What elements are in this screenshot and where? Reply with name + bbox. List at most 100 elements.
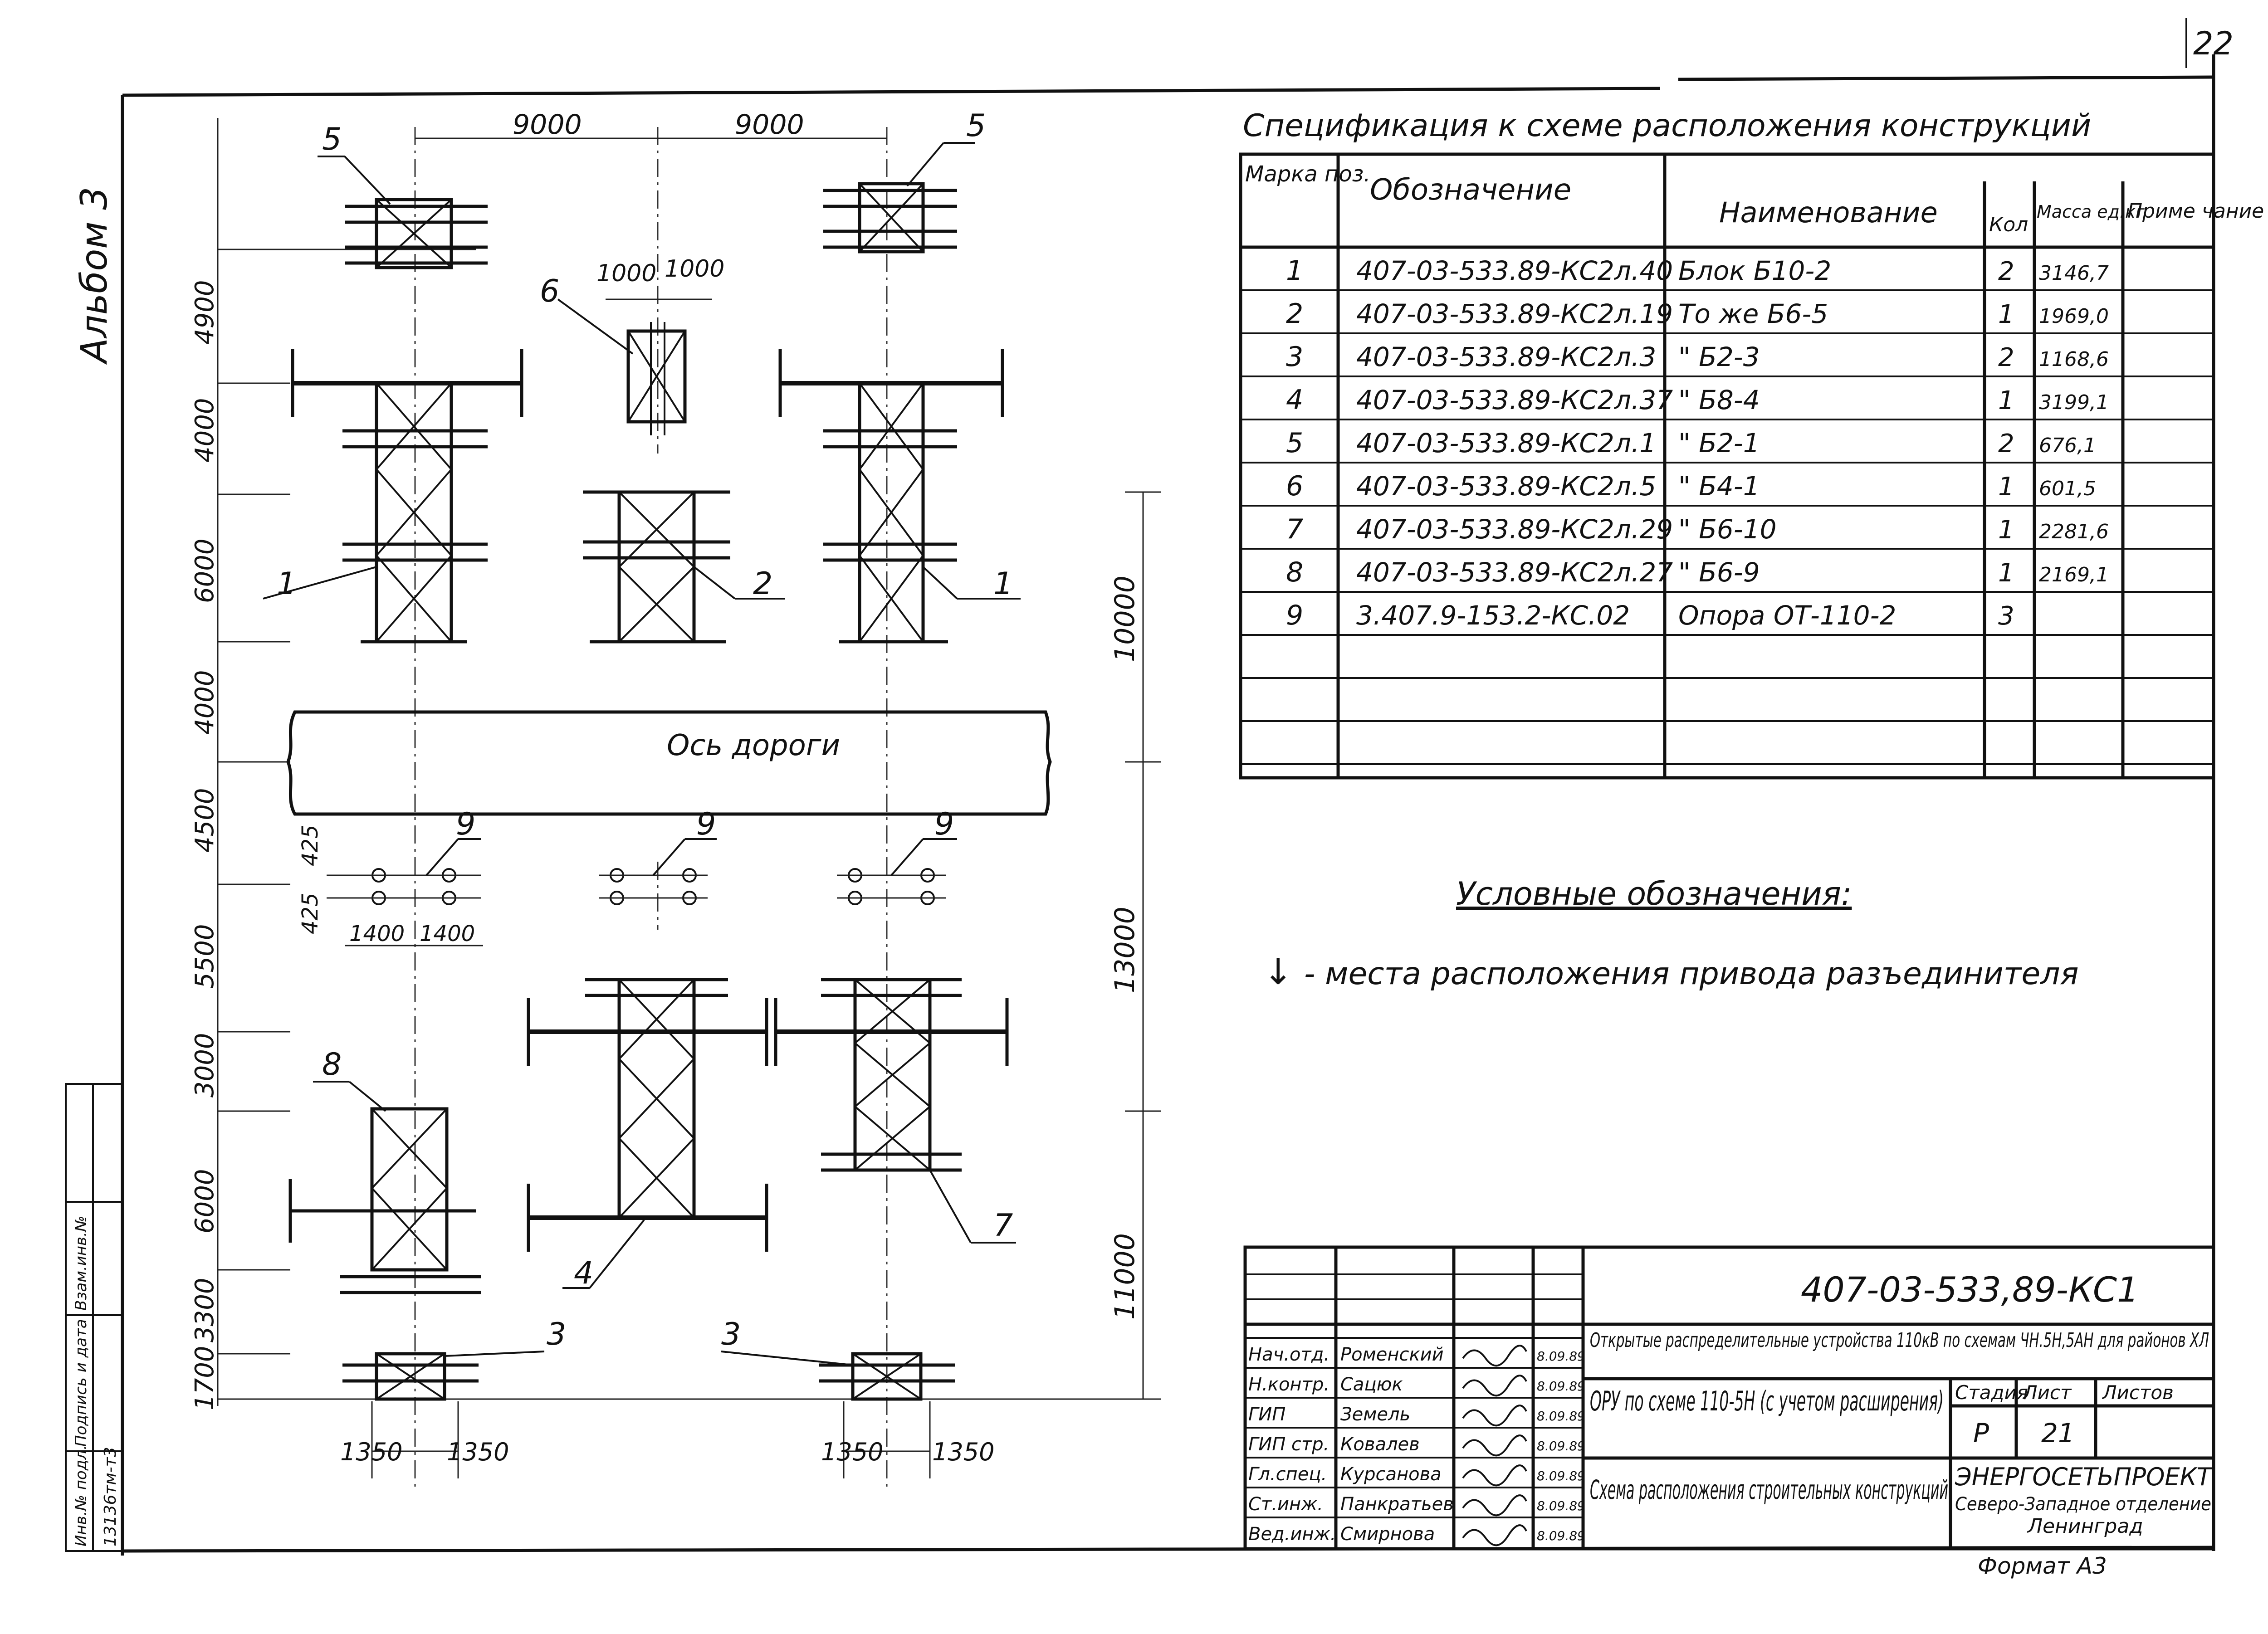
dim-right-10000: 10000 (1109, 576, 1141, 662)
dim-support-1400a: 1400 (349, 921, 405, 946)
dim-bottom-left-1350b: 1350 (447, 1438, 509, 1466)
spec-cell: 6 (1286, 470, 1303, 502)
stamp-person-date: 8.09.89 (1537, 1409, 1585, 1424)
legend-text: - места расположения привода разъедините… (1304, 956, 2079, 992)
dim-left-4000b: 4000 (190, 670, 220, 735)
stamp-person-name: Смирнова (1340, 1524, 1435, 1545)
spec-cell: 3.407.9-153.2-КС.02 (1356, 600, 1630, 631)
side-label-replace: Взам.инв.№ (72, 1216, 90, 1311)
spec-cell: 2 (1998, 257, 2014, 286)
spec-cell: 5 (1286, 427, 1303, 459)
callout-9-right: 9 (934, 806, 954, 842)
spec-cell: 2 (1998, 429, 2014, 458)
spec-cell: 676,1 (2039, 434, 2096, 457)
stamp-format: Формат А3 (1978, 1553, 2107, 1579)
spec-cell: 407-03-533.89-КС2л.27 (1356, 557, 1673, 588)
stamp-person-role: Гл.спец. (1248, 1464, 1327, 1485)
spec-cell: 1 (1998, 515, 2014, 545)
spec-cell: 407-03-533.89-КС2л.19 (1356, 298, 1673, 329)
spec-header-note: Приме чание (2127, 200, 2264, 223)
spec-cell: 407-03-533.89-КС2л.37 (1356, 385, 1673, 415)
stamp-person-role: ГИП стр. (1248, 1434, 1329, 1455)
dim-support-1400b: 1400 (420, 921, 475, 946)
dim-right-13000: 13000 (1109, 907, 1141, 993)
stamp-person-date: 8.09.89 (1537, 1439, 1585, 1454)
spec-cell: 1 (1286, 255, 1303, 287)
callout-1-right: 1 (993, 566, 1013, 602)
stamp-person-date: 8.09.89 (1537, 1528, 1585, 1543)
spec-cell: " Б6-10 (1678, 514, 1777, 545)
spec-cell: То же Б6-5 (1678, 298, 1828, 329)
callout-6: 6 (540, 273, 559, 309)
spec-header-designation: Обозначение (1370, 173, 1571, 207)
stamp-sheet-title: Схема расположения строительных конструк… (1590, 1474, 1948, 1505)
callouts: 5 5 6 1 2 1 9 9 9 8 4 7 3 3 (263, 108, 1021, 1366)
stamp-org-city: Ленинград (2027, 1515, 2143, 1538)
dim-left-3300: 3300 (190, 1278, 220, 1342)
spec-cell: 2169,1 (2039, 563, 2109, 586)
dim-left-4500: 4500 (190, 788, 220, 853)
block-2 (583, 490, 730, 644)
spec-cell: 4 (1286, 384, 1303, 416)
spec-table: Спецификация к схеме расположения констр… (1239, 108, 2264, 780)
callout-3-right: 3 (721, 1317, 741, 1352)
side-label-inv: Инв.№ подл. (72, 1445, 90, 1546)
dim-left-3000: 3000 (190, 1033, 220, 1097)
stamp-person-name: Панкратьев (1340, 1494, 1454, 1515)
dim-left-5500: 5500 (190, 924, 220, 989)
dim-bottom-right-1350b: 1350 (932, 1438, 994, 1466)
signature-scribble (1462, 1524, 1527, 1546)
callout-7: 7 (993, 1208, 1013, 1244)
spec-cell: Блок Б10-2 (1678, 255, 1831, 286)
stamp-sheet: 21 (2041, 1418, 2075, 1449)
stamp-person-date: 8.09.89 (1537, 1349, 1585, 1364)
spec-cell: 1 (1998, 558, 2014, 588)
dim-gap-1000-right: 1000 (665, 255, 724, 283)
block-1-right (778, 349, 1004, 644)
dim-left-6000b: 6000 (190, 1169, 220, 1234)
spec-cell: " Б8-4 (1678, 385, 1760, 415)
dim-left-4900: 4900 (190, 280, 220, 345)
dim-support-425b: 425 (298, 893, 323, 934)
signature-scribble (1462, 1434, 1527, 1457)
dim-support-425a: 425 (298, 824, 323, 866)
block-1-left (291, 349, 523, 644)
block-3-right (819, 1352, 955, 1401)
spec-cell: 2 (1998, 343, 2014, 372)
spec-cell: 407-03-533.89-КС2л.3 (1356, 341, 1656, 372)
spec-header-mass: Масса ед.кг (2037, 202, 2145, 222)
side-label-sign: Подпись и дата (72, 1319, 90, 1447)
stamp-person-name: Ковалев (1340, 1434, 1420, 1455)
dim-bottom-left-1350a: 1350 (340, 1438, 402, 1466)
legend: Условные обозначения: ↓ - места располож… (1263, 875, 2079, 993)
dim-left-6000a: 6000 (190, 538, 220, 603)
block-8 (288, 1107, 481, 1294)
spec-cell: 407-03-533.89-КС2л.5 (1356, 471, 1656, 502)
stamp-sheets-header: Листов (2102, 1381, 2174, 1404)
spec-cell: 407-03-533.89-КС2л.1 (1356, 428, 1656, 458)
callout-5-right: 5 (966, 108, 986, 144)
stamp-person-date: 8.09.89 (1537, 1468, 1585, 1483)
spec-cell: 1 (1998, 472, 2014, 502)
signature-scribble (1462, 1345, 1527, 1367)
signature-scribble (1462, 1375, 1527, 1397)
callout-8: 8 (322, 1047, 342, 1083)
callout-3-left: 3 (547, 1317, 566, 1352)
spec-cell: 2 (1286, 298, 1303, 330)
callout-9-center: 9 (696, 806, 716, 842)
stamp-code: 407-03-533,89-КС1 (1801, 1269, 2139, 1310)
spec-cell: 9 (1286, 600, 1303, 631)
side-stamp: Инв.№ подл. Подпись и дата Взам.инв.№ 13… (65, 1083, 123, 1552)
spec-cell: 1168,6 (2039, 348, 2109, 371)
left-dimensions: 4900 4000 6000 4000 4500 5500 3000 6000 … (190, 280, 220, 1410)
stamp-person-name: Роменский (1340, 1344, 1444, 1365)
spec-cell: 3199,1 (2039, 391, 2109, 414)
spec-cell: 3146,7 (2039, 262, 2109, 285)
dim-bottom-right-1350a: 1350 (821, 1438, 883, 1466)
stamp-org-name: ЭНЕРГОСЕТЬПРОЕКТ (1955, 1463, 2213, 1491)
sheet-number: 22 (2193, 25, 2234, 62)
spec-cell: " Б4-1 (1678, 471, 1760, 502)
